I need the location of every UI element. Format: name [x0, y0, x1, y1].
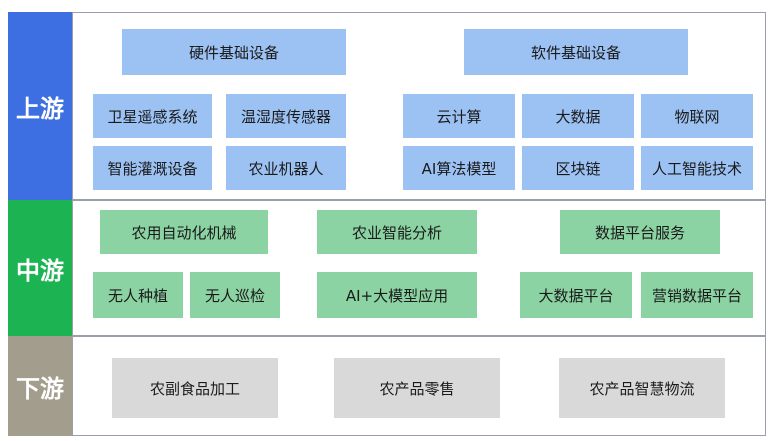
software-title-box: 软件基础设备 — [464, 29, 688, 75]
midstream-label: 中游 — [8, 200, 72, 336]
downstream-item-logistics: 农产品智慧物流 — [559, 358, 725, 418]
midstream-category-analysis: 农业智能分析 — [317, 210, 477, 254]
midstream-item-planting: 无人种植 — [93, 272, 183, 318]
hardware-item-irrigation: 智能灌溉设备 — [93, 146, 212, 190]
downstream-label: 下游 — [8, 336, 72, 436]
software-item-cloud: 云计算 — [403, 94, 515, 138]
downstream-item-processing: 农副食品加工 — [112, 358, 278, 418]
midstream-item-bigdata-platform: 大数据平台 — [520, 272, 632, 318]
midstream-category-machinery: 农用自动化机械 — [100, 210, 268, 254]
hardware-item-sensor: 温湿度传感器 — [226, 94, 346, 138]
midstream-category-platform: 数据平台服务 — [560, 210, 720, 254]
hardware-title-box: 硬件基础设备 — [122, 29, 346, 75]
downstream-item-retail: 农产品零售 — [334, 358, 500, 418]
hardware-item-robot: 农业机器人 — [226, 146, 346, 190]
software-item-iot: 物联网 — [641, 94, 753, 138]
hardware-item-satellite: 卫星遥感系统 — [93, 94, 212, 138]
upstream-label: 上游 — [8, 12, 72, 200]
midstream-item-marketing-platform: 营销数据平台 — [641, 272, 753, 318]
software-item-ai-tech: 人工智能技术 — [641, 146, 753, 190]
midstream-item-ai-llm: AI+大模型应用 — [317, 272, 477, 318]
midstream-item-inspection: 无人巡检 — [190, 272, 280, 318]
software-item-bigdata: 大数据 — [522, 94, 634, 138]
software-item-ai-model: AI算法模型 — [403, 146, 515, 190]
software-item-blockchain: 区块链 — [522, 146, 634, 190]
